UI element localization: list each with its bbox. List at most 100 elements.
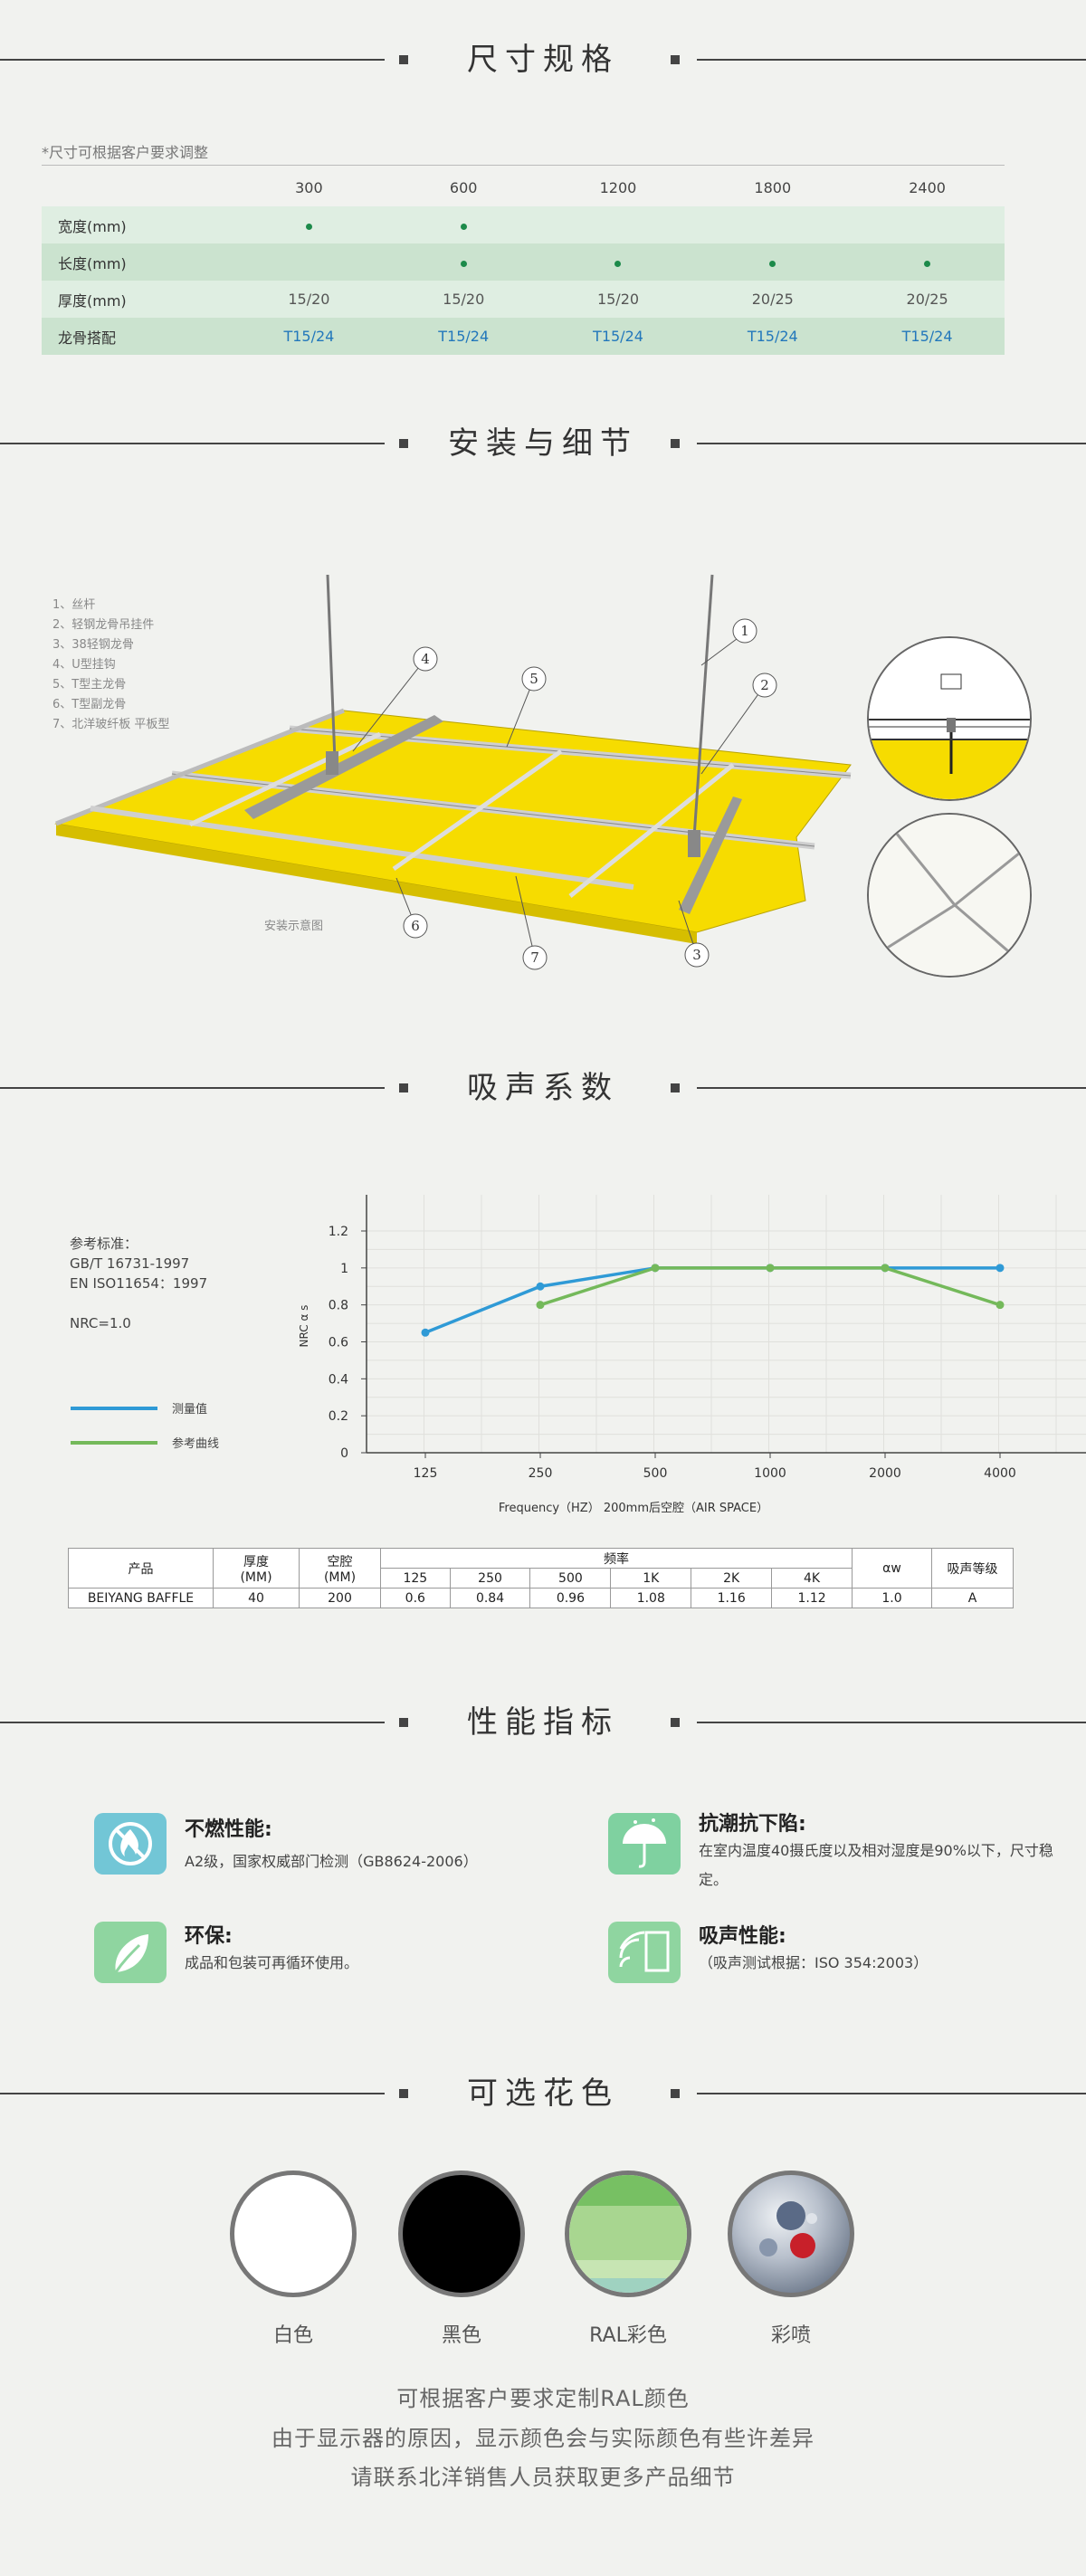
header-cell: 厚度 (MM) [213,1548,300,1589]
table-cell: 15/20 [540,281,696,318]
spacer [70,1293,207,1313]
table-cell: 15/20 [232,281,386,318]
sound-icon [608,1922,681,1983]
spec-col-header: 1200 [599,179,637,196]
perf-title: 抗潮抗下陷: [699,1813,806,1836]
y-tick-label: 1 [340,1262,348,1276]
leaf-icon [94,1922,167,1983]
callout-label: 7 [530,949,539,966]
reference-standards: 参考标准： GB/T 16731-1997 EN ISO11654：1997 N… [70,1234,207,1333]
table-cell [386,243,541,281]
color-swatch-black[interactable] [398,2171,525,2297]
y-tick-label: 1.2 [329,1225,348,1239]
x-tick-label: 4000 [984,1466,1016,1481]
table-cell: T15/24 [386,318,541,355]
spec-note: *尺寸可根据客户要求调整 [42,144,209,161]
legend-item: 4、U型挂钩 [52,658,116,672]
perf-item-moisture: 抗潮抗下陷: 在室内温度40摄氏度以及相对湿度是90%以下，尺寸稳定。 [608,1813,1061,1903]
header-cell: 空腔 (MM) [299,1548,381,1589]
perf-desc: 在室内温度40摄氏度以及相对湿度是90%以下，尺寸稳定。 [699,1842,1053,1888]
table-row: 厚度(mm) 15/20 15/20 15/20 20/25 20/25 [42,281,1005,318]
availability-dot [769,261,776,267]
availability-dot [460,224,467,230]
table-cell: 1.08 [610,1588,692,1608]
absorption-table: 产品 厚度 (MM) 空腔 (MM) 频率 αw 吸声等级 125 250 50… [68,1548,1014,1608]
table-row: 125 250 500 1K 2K 4K [69,1568,1014,1589]
perf-item-acoustic: 吸声性能: （吸声测试根据：ISO 354:2003） [608,1922,1061,1994]
legend-item: 3、38轻钢龙骨 [52,638,134,652]
joint-detail-drawing [869,815,1030,976]
row-label: 宽度(mm) [42,206,232,243]
section-title: 尺寸规格 [467,42,619,78]
table-cell [850,206,1005,243]
spec-header-row: 300 600 1200 1800 2400 [42,169,1005,206]
section-title: 吸声系数 [467,1070,619,1106]
table-cell: 0.84 [449,1588,531,1608]
y-tick-label: 0.8 [329,1299,348,1313]
ref-line: GB/T 16731-1997 [70,1255,190,1272]
table-cell [232,243,386,281]
x-tick-label: 500 [643,1466,668,1481]
perf-title: 不燃性能: [185,1818,272,1841]
availability-dot [305,224,312,230]
legend-swatch [71,1441,157,1445]
table-cell [695,243,851,281]
section-detail-drawing [869,638,1030,799]
callout-label: 3 [692,947,701,963]
table-row: 宽度(mm) [42,206,1005,243]
ref-line: 参考标准： [70,1236,138,1252]
section-title: 安装与细节 [448,425,638,462]
availability-dot [924,261,931,267]
y-tick-label: 0 [340,1446,348,1461]
row-label: 长度(mm) [42,243,232,281]
legend-item: 2、轻钢龙骨吊挂件 [52,618,155,632]
diagram-caption: 安装示意图 [264,920,324,933]
header-cell: 产品 [68,1548,214,1589]
spec-col-header: 2400 [909,179,946,196]
section-header-absorb: 吸声系数 [0,1070,1086,1106]
y-tick-label: 0.4 [329,1372,348,1387]
color-label: 彩喷 [770,2324,811,2347]
data-point [536,1282,545,1291]
perf-title: 环保: [185,1925,233,1948]
table-cell: 40 [213,1588,300,1608]
table-cell: 20/25 [695,281,851,318]
table-cell: 1.12 [771,1588,853,1608]
table-cell: 0.96 [529,1588,612,1608]
perf-item-fire: 不燃性能: A2级，国家权威部门检测（GB8624-2006） [94,1813,547,1885]
table-row: 长度(mm) [42,243,1005,281]
detail-circle-joint [867,813,1032,978]
header-cell: 吸声等级 [931,1548,1014,1589]
spec-col-header: 1800 [754,179,792,196]
row-label: 龙骨搭配 [42,318,232,355]
perf-desc: 成品和包装可再循环使用。 [185,1954,359,1971]
color-label: 白色 [272,2324,313,2347]
section-header-size: 尺寸规格 [0,42,1086,78]
table-row: BEIYANG BAFFLE 40 200 0.6 0.84 0.96 1.08… [68,1588,1014,1608]
legend-label: 参考曲线 [172,1437,220,1451]
installation-diagram: 1 2 3 4 5 6 7 [54,574,852,970]
fire-icon [94,1813,167,1875]
x-tick-label: 2000 [869,1466,901,1481]
x-axis-label: Frequency（HZ） 200mm后空腔（AIR SPACE） [499,1502,768,1515]
color-swatch-ral[interactable] [565,2171,691,2297]
legend-item: 1、丝杆 [52,598,96,612]
callout-label: 2 [760,677,769,693]
color-swatch-spray[interactable] [728,2171,854,2297]
y-tick-label: 0.6 [329,1336,348,1350]
table-cell: T15/24 [695,318,851,355]
data-point [996,1264,1005,1273]
table-cell: 200 [299,1588,381,1608]
table-cell: 20/25 [850,281,1005,318]
footer-line: 请联系北洋销售人员获取更多产品细节 [350,2465,736,2490]
table-row: 产品 厚度 (MM) 空腔 (MM) 频率 αw 吸声等级 [68,1548,1014,1589]
legend-swatch [71,1407,157,1410]
availability-dot [614,261,622,267]
y-axis-label: NRC α s [298,1305,310,1348]
perf-desc: A2级，国家权威部门检测（GB8624-2006） [185,1853,478,1870]
table-cell [695,206,851,243]
color-swatch-white[interactable] [230,2171,357,2297]
perf-item-eco: 环保: 成品和包装可再循环使用。 [94,1922,547,1994]
spec-col-header: 300 [295,179,323,196]
